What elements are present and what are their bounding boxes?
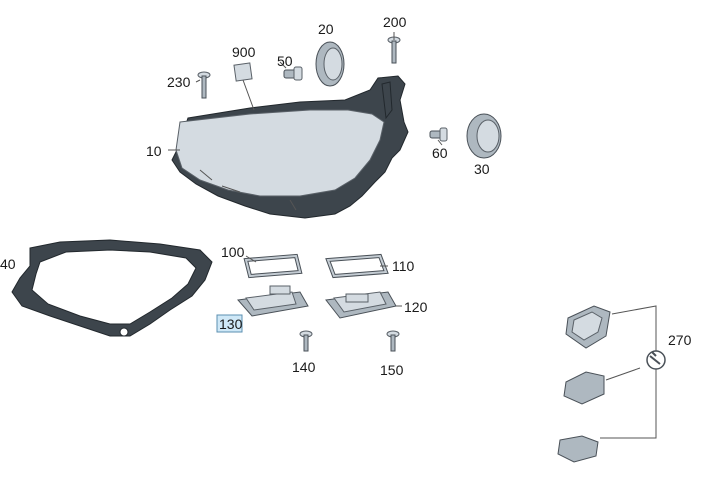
label-150[interactable]: 150 (380, 362, 404, 378)
frame-bracket-40[interactable] (11, 239, 213, 337)
repair-kit-270[interactable] (557, 305, 666, 463)
cover-cap-20[interactable] (315, 41, 345, 87)
label-270[interactable]: 270 (668, 332, 692, 348)
label-60[interactable]: 60 (432, 145, 448, 161)
label-140[interactable]: 140 (292, 359, 316, 375)
cover-cap-30[interactable] (466, 113, 502, 159)
label-900[interactable]: 900 (232, 44, 256, 60)
gasket-100[interactable] (243, 253, 303, 279)
label-130-highlight[interactable]: 130 (216, 314, 243, 333)
bolt-60[interactable] (429, 127, 448, 142)
control-unit-120[interactable] (325, 291, 397, 319)
label-200[interactable]: 200 (383, 14, 407, 30)
label-110[interactable]: 110 (392, 258, 415, 274)
label-40[interactable]: 40 (0, 256, 16, 272)
gasket-110[interactable] (325, 253, 389, 279)
position-labels: 10 20 30 40 50 60 100 110 120 130 140 15… (0, 14, 692, 378)
headlamp-assembly[interactable] (171, 75, 409, 219)
bolt-50[interactable] (283, 66, 303, 81)
screw-150[interactable] (386, 330, 400, 352)
screw-140[interactable] (299, 330, 313, 352)
label-120[interactable]: 120 (404, 299, 428, 315)
leader-lines (168, 32, 443, 307)
label-sticker-900[interactable] (233, 62, 255, 111)
screw-230[interactable] (197, 71, 211, 99)
label-30[interactable]: 30 (474, 161, 490, 177)
label-50[interactable]: 50 (277, 53, 293, 69)
screw-200[interactable] (387, 36, 401, 64)
label-230[interactable]: 230 (167, 74, 191, 90)
label-100[interactable]: 100 (221, 244, 245, 260)
label-20[interactable]: 20 (318, 21, 334, 37)
label-130[interactable]: 130 (219, 316, 243, 332)
highlight-box-130 (216, 314, 243, 333)
control-unit-130[interactable] (237, 285, 309, 317)
label-10[interactable]: 10 (146, 143, 162, 159)
